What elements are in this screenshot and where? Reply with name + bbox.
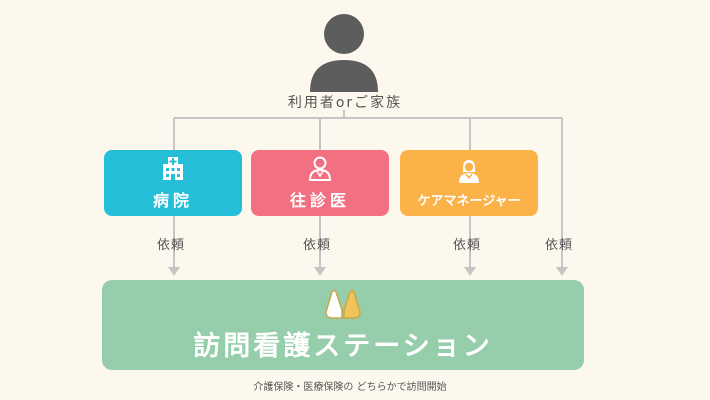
- nursing-station-box: 訪問看護ステーション: [102, 280, 584, 370]
- doctor-label: 往診医: [289, 191, 350, 210]
- person-icon: [310, 14, 378, 92]
- hospital-label: 病院: [152, 191, 193, 210]
- hospital-box: 病院: [104, 150, 242, 216]
- request-label-direct: 依頼: [545, 238, 574, 253]
- request-label-hospital: 依頼: [157, 238, 186, 253]
- doctor-icon: [308, 156, 332, 181]
- care-manager-label: ケアマネージャー: [417, 193, 521, 209]
- user-or-family-label: 利用者orご家族: [287, 95, 403, 111]
- request-label-care-manager: 依頼: [453, 238, 482, 253]
- request-label-doctor: 依頼: [303, 238, 332, 253]
- doctor-box: 往診医: [251, 150, 389, 216]
- hands-icon: [325, 289, 361, 319]
- care-manager-box: ケアマネージャー: [400, 150, 538, 216]
- hospital-icon: [163, 157, 183, 180]
- nursing-station-label: 訪問看護ステーション: [193, 330, 493, 362]
- care-manager-icon: [459, 159, 479, 183]
- footnote: 介護保険・医療保険の どちらかで訪問開始: [253, 382, 447, 393]
